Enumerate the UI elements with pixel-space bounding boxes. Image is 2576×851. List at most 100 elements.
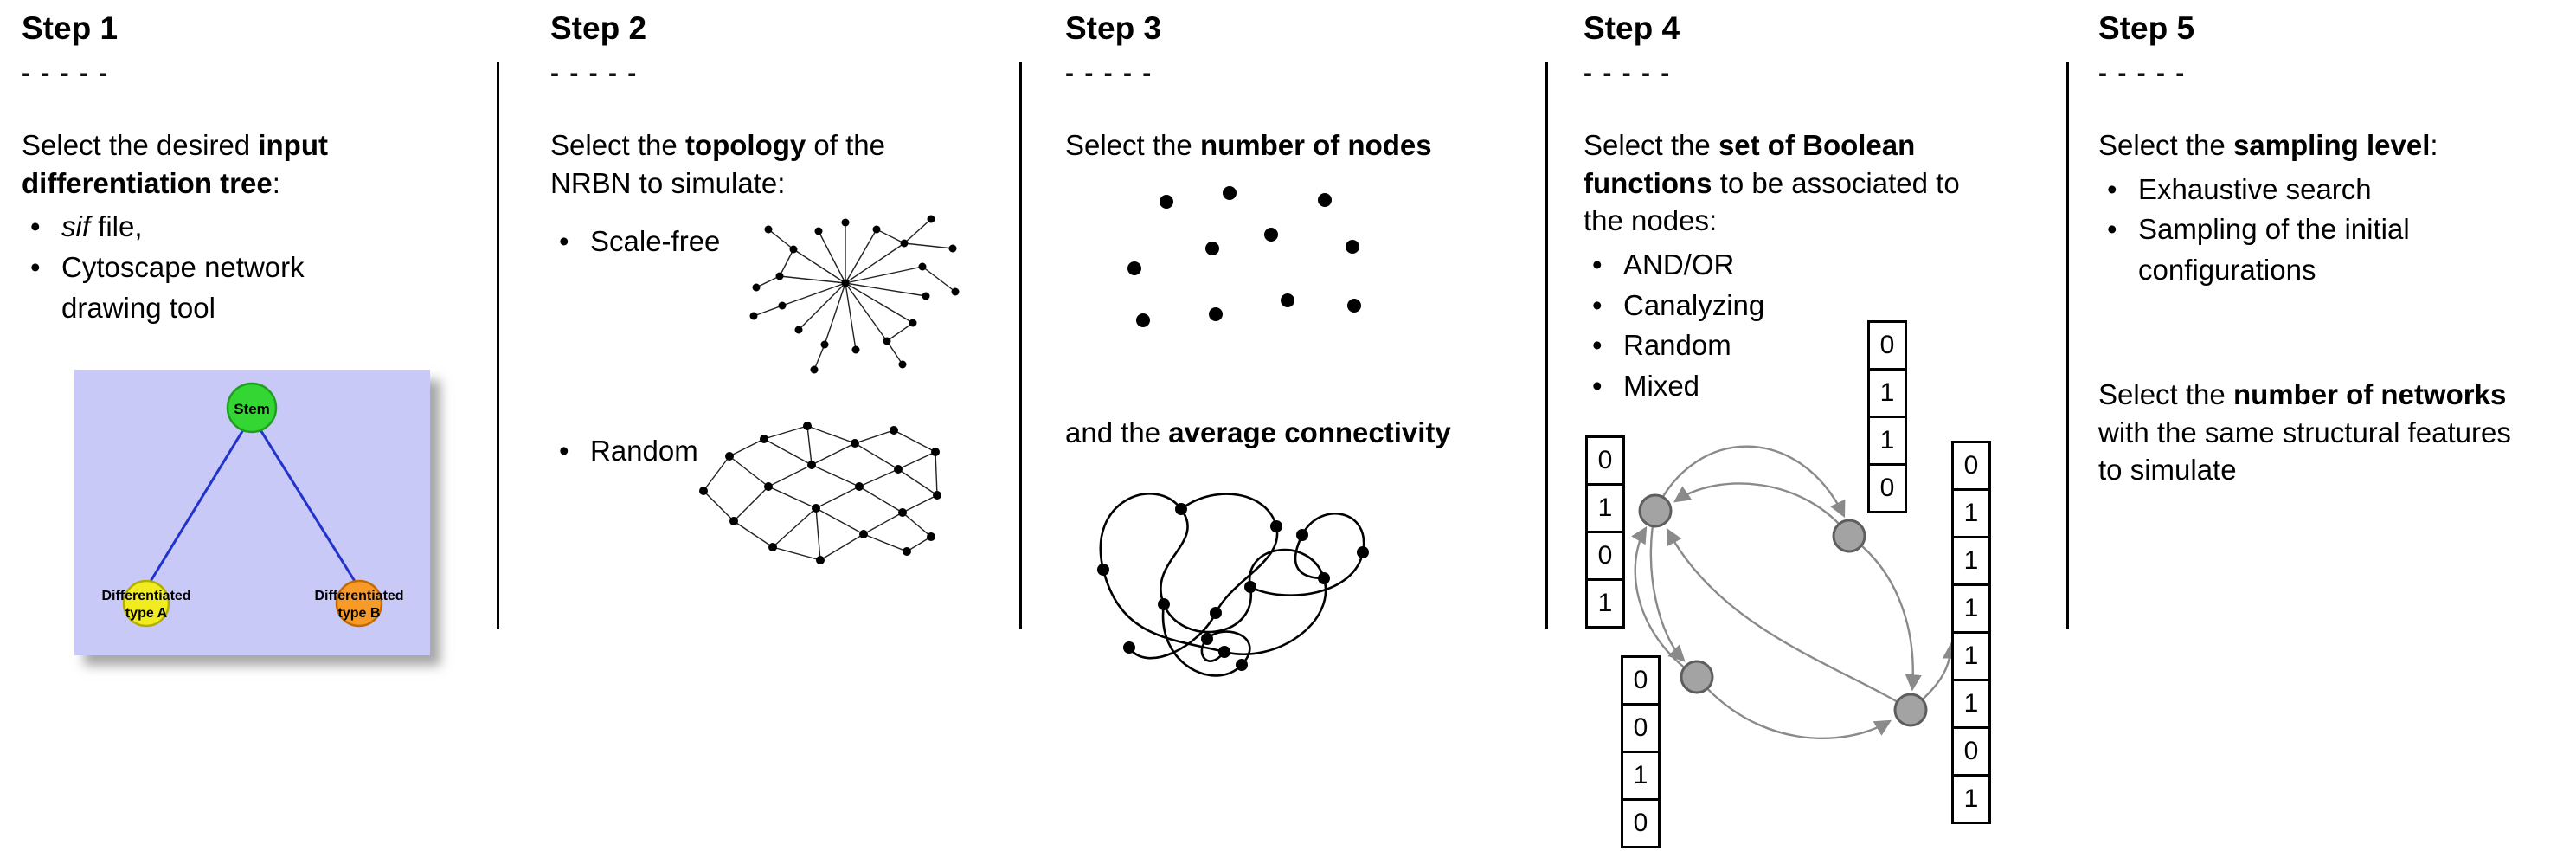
- step-5-title: Step 5: [2098, 10, 2195, 46]
- topology-bullet-scale-free: • Scale-free: [550, 222, 810, 262]
- bullet-text: Scale-free: [590, 225, 721, 257]
- type-b-label-line1: Differentiated: [314, 589, 403, 603]
- column-separator: [1545, 62, 1548, 629]
- bullet-marker: •: [30, 250, 41, 283]
- bullet-item: • AND/OR: [1584, 245, 1999, 286]
- bullet-text: Canalyzing: [1623, 288, 1765, 321]
- network-node: [1638, 493, 1673, 528]
- bullet-marker: •: [1592, 370, 1603, 403]
- truth-table-cell: 1: [1951, 774, 1991, 824]
- random-network-image: [699, 422, 941, 564]
- truth-table-cell: 0: [1867, 463, 1907, 513]
- step-1-instruction: Select the desired input differentiation…: [22, 129, 328, 199]
- bullet-item: • Sampling of the initial configurations: [2098, 210, 2548, 291]
- truth-table-cell: 0: [1867, 320, 1907, 371]
- truth-table-cell: 1: [1867, 416, 1907, 466]
- truth-table-cell: 1: [1867, 368, 1907, 418]
- step-5-column: Step 5 - - - - - Select the sampling lev…: [2098, 0, 2548, 851]
- bullet-text: Sampling of the initial configurations: [2138, 213, 2410, 287]
- step-4-instruction: Select the set of Boolean functions to b…: [1584, 129, 1960, 237]
- bullet-text: Cytoscape network drawing tool: [61, 250, 305, 324]
- scale-free-network-image: [749, 215, 960, 374]
- tree-edge-right: [258, 428, 357, 583]
- dash-separator: - - - - -: [1065, 59, 1153, 87]
- truth-table-cell: 1: [1585, 578, 1625, 629]
- bullet-text: Exhaustive search: [2138, 172, 2372, 205]
- truth-table-cell: 0: [1951, 441, 1991, 491]
- topology-bullet-random: • Random: [550, 431, 810, 472]
- bullet-item: • sif file,: [22, 207, 385, 248]
- bullet-marker: •: [559, 435, 569, 467]
- dash-separator: - - - - -: [550, 59, 639, 87]
- dash-separator: - - - - -: [22, 59, 110, 87]
- dash-separator: - - - - -: [2098, 59, 2187, 87]
- bullet-marker: •: [1592, 329, 1603, 362]
- boolean-network-nodes: [1638, 493, 1928, 727]
- bullet-text: Random: [590, 435, 698, 467]
- truth-table-cell: 1: [1621, 751, 1661, 801]
- bullet-text: AND/OR: [1623, 248, 1735, 280]
- truth-table-cell: 0: [1621, 655, 1661, 706]
- truth-table-cell: 1: [1585, 483, 1625, 533]
- column-separator: [2066, 62, 2069, 629]
- boolean-function-bullet-list: • AND/OR • Canalyzing • Random • Mixed: [1584, 245, 1999, 407]
- step-2-instruction: Select the topology of the NRBN to simul…: [550, 129, 885, 199]
- type-b-label-line2: type B: [338, 606, 381, 621]
- bullet-text: sif file,: [61, 210, 143, 243]
- network-node: [1832, 519, 1866, 553]
- truth-table-cell: 0: [1621, 798, 1661, 848]
- differentiation-tree-svg: Stem Differentiated type A Differentiate…: [74, 370, 430, 655]
- bullet-marker: •: [2107, 213, 2117, 246]
- step-1-title: Step 1: [22, 10, 119, 46]
- truth-table-cell: 0: [1951, 726, 1991, 777]
- step-5-networks-instruction: Select the number of networks with the s…: [2098, 378, 2511, 487]
- step-3-instruction-connectivity: and the average connectivity: [1065, 416, 1451, 448]
- bullet-marker: •: [1592, 248, 1603, 280]
- truth-table-cell: 0: [1585, 531, 1625, 581]
- step-1-column: Step 1 - - - - - Select the desired inpu…: [22, 0, 430, 851]
- stem-node-label: Stem: [234, 401, 270, 417]
- nodes-scatter-image: [1127, 186, 1361, 327]
- truth-table-cell: 1: [1951, 631, 1991, 681]
- tree-edge-left: [148, 428, 246, 583]
- dash-separator: - - - - -: [1584, 59, 1672, 87]
- truth-table-cell: 1: [1951, 679, 1991, 729]
- bullet-item: • Mixed: [1584, 366, 1999, 407]
- sampling-bullet-list: • Exhaustive search • Sampling of the in…: [2098, 170, 2548, 292]
- step-2-title: Step 2: [550, 10, 647, 46]
- bullet-item: • Random: [1584, 326, 1999, 366]
- bullet-text: Random: [1623, 329, 1731, 362]
- step-1-bullet-list: • sif file, • Cytoscape network drawing …: [22, 207, 385, 329]
- bullet-marker: •: [30, 210, 41, 243]
- differentiated-type-b-node: [335, 579, 383, 628]
- truth-table-cell: 1: [1951, 488, 1991, 538]
- bullet-marker: •: [1592, 288, 1603, 321]
- step-3-instruction-nodes: Select the number of nodes: [1065, 129, 1432, 161]
- bullet-text: Mixed: [1623, 370, 1700, 403]
- bullet-marker: •: [559, 225, 569, 257]
- bullet-marker: •: [2107, 172, 2117, 205]
- bullet-item: • Canalyzing: [1584, 286, 1999, 326]
- differentiation-tree-image: Stem Differentiated type A Differentiate…: [74, 370, 430, 655]
- boolean-network-diagram: [1631, 445, 1959, 739]
- step-3-column: Step 3 - - - - - Select the number of no…: [1065, 0, 1546, 851]
- truth-table-cell: 1: [1951, 536, 1991, 586]
- bullet-item: • Exhaustive search: [2098, 170, 2548, 210]
- step-4-title: Step 4: [1584, 10, 1680, 46]
- column-separator: [497, 62, 499, 629]
- network-node: [1680, 660, 1714, 694]
- connectivity-network-image: [1097, 493, 1369, 677]
- step-4-column: Step 4 - - - - - Select the set of Boole…: [1584, 0, 2064, 851]
- network-node: [1893, 693, 1928, 727]
- bullet-item: • Cytoscape network drawing tool: [22, 248, 385, 329]
- step-3-title: Step 3: [1065, 10, 1162, 46]
- differentiated-type-a-node: [122, 579, 170, 628]
- truth-table-cell: 0: [1585, 435, 1625, 486]
- stem-node: [226, 382, 278, 434]
- type-a-label-line2: type A: [125, 606, 168, 621]
- step-5-instruction: Select the sampling level:: [2098, 129, 2438, 161]
